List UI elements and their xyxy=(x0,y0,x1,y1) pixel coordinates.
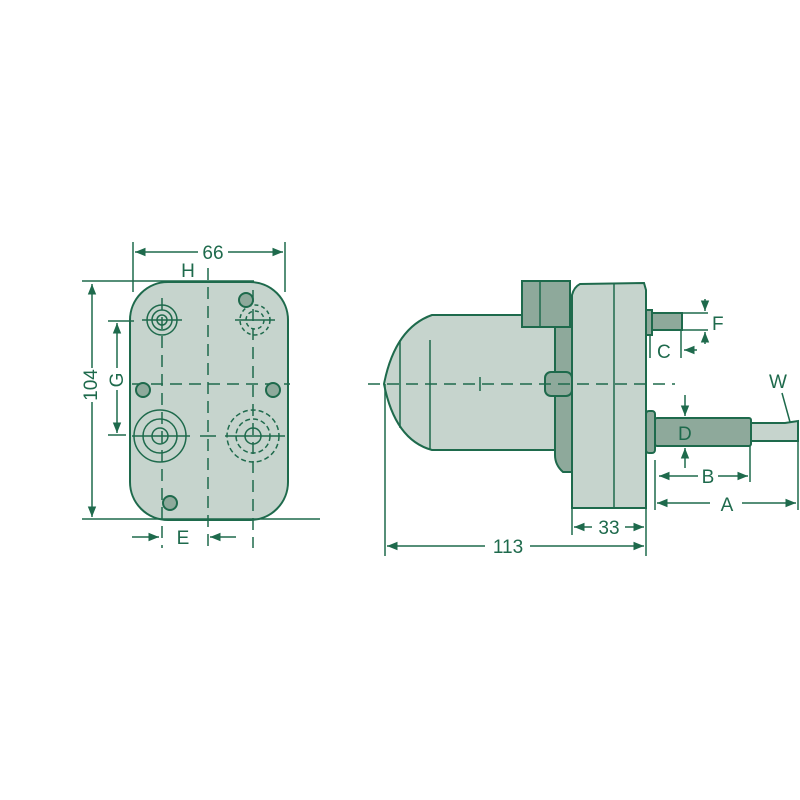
dimension-W: W xyxy=(769,372,787,393)
large-connector-bottom-left xyxy=(132,409,190,463)
motor-face xyxy=(129,281,289,521)
small-connector-top-left xyxy=(142,304,182,336)
motor-housing xyxy=(382,314,556,451)
dimension-33: 33 xyxy=(598,518,619,539)
dimension-D: D xyxy=(678,424,692,445)
dimension-C: C xyxy=(657,342,671,363)
shaft-tip xyxy=(750,419,799,442)
dimension-G: G xyxy=(107,373,128,388)
front-view: 66 H 104 G E xyxy=(81,242,320,549)
output-shaft xyxy=(654,417,752,447)
dimension-66: 66 xyxy=(202,243,223,264)
gearbox-housing xyxy=(571,281,647,509)
flange xyxy=(554,326,574,473)
dimension-B: B xyxy=(702,467,715,488)
terminal-block xyxy=(521,280,571,328)
dimension-H: H xyxy=(181,261,195,282)
dimension-113: 113 xyxy=(493,537,523,558)
screw-icons xyxy=(135,292,281,511)
hidden-connector-bottom-right xyxy=(200,409,285,463)
hidden-connector-top-right xyxy=(235,304,275,336)
side-view: F C D B A W 33 113 xyxy=(368,280,799,558)
dimension-A: A xyxy=(721,495,734,516)
dimension-104: 104 xyxy=(81,369,102,401)
dimension-F: F xyxy=(712,314,724,335)
dimension-E: E xyxy=(177,528,190,549)
upper-shaft xyxy=(651,312,683,331)
